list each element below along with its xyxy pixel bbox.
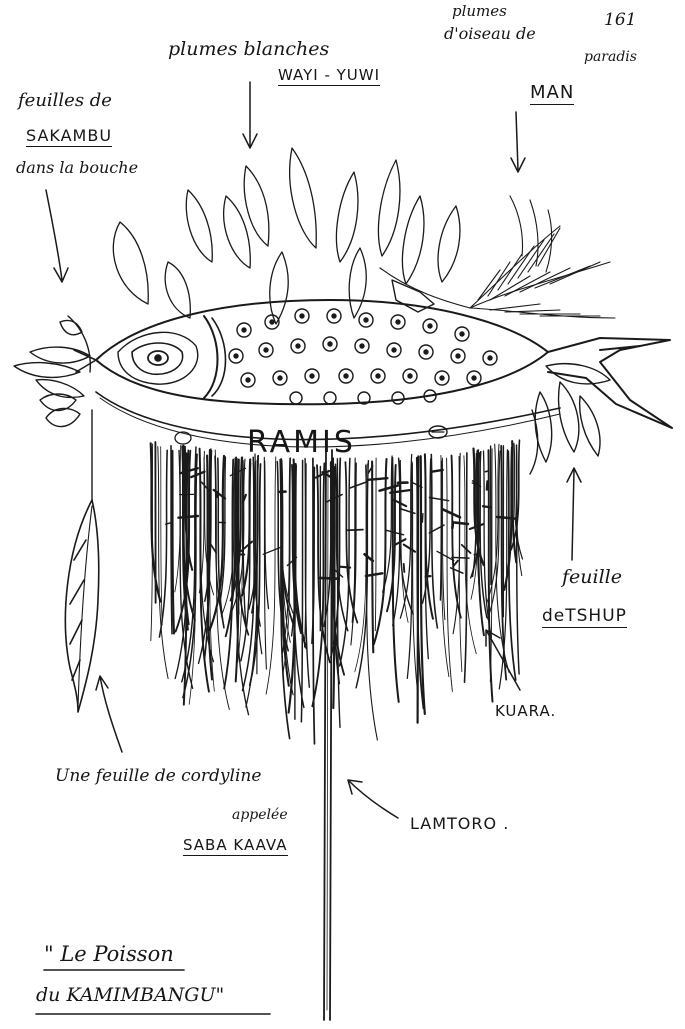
- fringe-strand: [440, 461, 441, 600]
- label-feuilles-de: feuilles de: [18, 92, 112, 110]
- fringe-hatch: [437, 551, 454, 560]
- label-feuille: feuille: [562, 568, 622, 587]
- fringe-hatch: [474, 554, 478, 555]
- title-line-1: " Le Poisson: [44, 944, 174, 965]
- fringe-strand: [375, 458, 376, 631]
- label-kuara: KUARA.: [495, 704, 556, 719]
- fringe-hatch: [368, 478, 388, 480]
- fringe-strand: [355, 464, 367, 672]
- sakambu-leaves: [14, 316, 90, 427]
- label-plumes-line2: d'oiseau de: [444, 26, 536, 42]
- fringe-hatch: [455, 523, 468, 524]
- fringe-hatch: [483, 506, 491, 507]
- fringe-strand: [172, 451, 174, 634]
- title-line-2: du KAMIMBANGU": [36, 986, 224, 1005]
- fringe-hatch: [366, 573, 382, 576]
- fringe-hatch: [422, 514, 423, 523]
- white-feathers: [113, 148, 460, 324]
- fringe-strand: [340, 458, 350, 666]
- fringe-hatch: [404, 545, 415, 552]
- man-plumes: [380, 196, 615, 318]
- fringe-strand: [421, 456, 425, 714]
- label-appelee: appelée: [232, 808, 288, 822]
- fringe-hatch: [178, 516, 198, 518]
- fringe-hatch: [451, 568, 463, 573]
- fringe-hatch: [340, 567, 350, 568]
- fringe-hatch: [319, 578, 338, 579]
- tshup-leaves: [530, 364, 610, 474]
- fringe-hatch: [350, 482, 368, 488]
- fringe-strand: [400, 455, 411, 619]
- fringe-strand: [418, 456, 419, 722]
- label-de-tshup: deTSHUP: [542, 608, 627, 628]
- fringe-strand: [372, 462, 373, 653]
- cordyline-leaf: [65, 410, 98, 712]
- fringe-strand: [459, 456, 462, 671]
- kuara-fringe: [151, 440, 523, 744]
- fringe-strand: [161, 447, 163, 625]
- fringe-hatch: [404, 564, 405, 572]
- fringe-strand: [442, 458, 445, 619]
- label-plumes-line1: plumes: [452, 4, 507, 19]
- fringe-hatch: [347, 530, 363, 531]
- fringe-strand: [301, 460, 302, 721]
- label-cordyline: Une feuille de cordyline: [55, 768, 261, 785]
- label-saba-kaava: SABA KAAVA: [183, 838, 288, 856]
- label-wayi-yuwi: WAYI - YUWI: [278, 68, 380, 86]
- label-man: MAN: [530, 84, 574, 105]
- fish-tail: [548, 338, 672, 428]
- fringe-hatch: [263, 547, 282, 555]
- fringe-strand: [266, 457, 276, 694]
- fringe-hatch: [485, 471, 488, 472]
- label-dans-la-bouche: dans la bouche: [16, 160, 138, 176]
- fish-body: [74, 300, 548, 404]
- fringe-hatch: [487, 482, 488, 490]
- label-plumes-line3: paradis: [584, 50, 637, 64]
- label-plumes-blanches: plumes blanches: [168, 40, 329, 59]
- fringe-hatch: [452, 522, 453, 528]
- label-sakambu: SAKAMBU: [26, 128, 112, 147]
- fringe-hatch: [452, 557, 469, 558]
- label-lamtoro: LAMTORO .: [410, 816, 509, 832]
- fringe-hatch: [191, 472, 204, 477]
- fringe-strand: [431, 454, 437, 628]
- fringe-hatch: [497, 517, 515, 519]
- page-number: 161: [604, 12, 636, 29]
- fringe-strand: [210, 456, 224, 630]
- label-ramis: RAMIS: [247, 428, 356, 458]
